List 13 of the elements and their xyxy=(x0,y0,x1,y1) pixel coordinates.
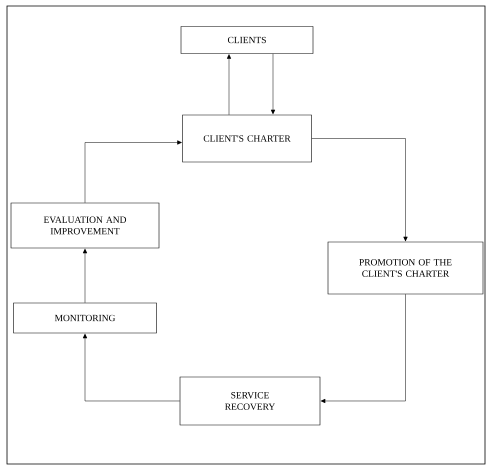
process-box: EVALUATION AND IMPROVEMENT xyxy=(10,202,160,248)
arrow xyxy=(320,294,406,404)
process-box: CLIENTS xyxy=(180,26,314,54)
process-box: MONITORING xyxy=(13,302,157,334)
arrow xyxy=(82,334,180,402)
process-box: SERVICE RECOVERY xyxy=(180,376,320,426)
arrow xyxy=(82,248,88,303)
process-box: CLIENT'S CHARTER xyxy=(182,114,312,162)
arrow xyxy=(270,54,276,114)
arrow xyxy=(84,140,182,203)
process-box: PROMOTION OF THE CLIENT'S CHARTER xyxy=(328,242,484,294)
arrow xyxy=(226,54,232,115)
arrow xyxy=(312,138,408,242)
